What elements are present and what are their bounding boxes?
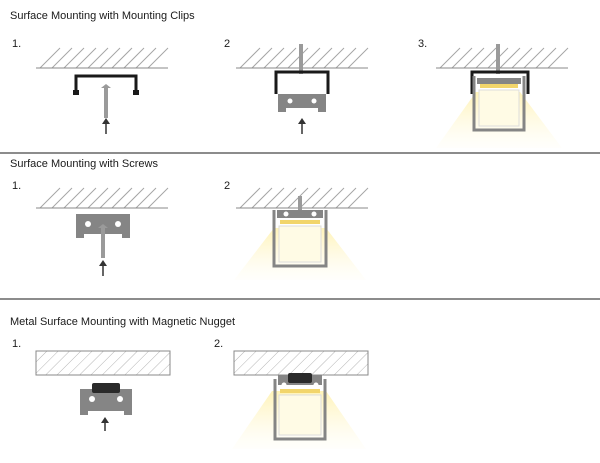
diffuser [478,89,520,127]
mounting-clip [274,70,330,94]
led-strip [280,389,320,393]
step-label-1: 1. [12,180,22,192]
step-label-2: 2 [224,38,231,50]
profile [272,210,328,268]
screw [299,44,303,74]
step-label-1: 1. [12,338,22,350]
magnetic-step2-figure [232,350,369,449]
clips-step3-figure [436,44,569,148]
mounting-clip [74,74,138,94]
magnetic-step1-figure [35,350,171,431]
diffuser [278,394,322,436]
section-divider [0,152,600,154]
step-label-1: 1. [12,38,22,50]
profile [472,76,526,132]
metal-surface [35,350,171,376]
step-label-3: 3. [418,38,428,50]
section-divider [0,298,600,300]
magnetic-nugget [288,373,312,383]
screw [101,228,105,258]
section-title-magnetic-nugget: Metal Surface Mounting with Magnetic Nug… [10,316,236,328]
section-title-mounting-clips: Surface Mounting with Mounting Clips [10,10,195,22]
step-label-2: 2. [214,338,224,350]
led-strip [280,220,320,224]
step-label-2: 2 [224,180,231,192]
clips-step2-figure [236,44,369,134]
clips-step1-figure [36,47,169,134]
profile [80,389,132,415]
screw [104,88,108,118]
ceiling-hatch [39,47,169,69]
led-strip [480,84,518,88]
screws-step1-figure [36,187,169,276]
metal-surface [233,350,369,376]
section-title-screws: Surface Mounting with Screws [10,158,158,170]
magnetic-nugget [92,383,120,393]
profile [273,379,327,441]
screws-step2-figure [234,187,369,280]
diffuser [278,225,322,263]
profile [278,94,326,112]
